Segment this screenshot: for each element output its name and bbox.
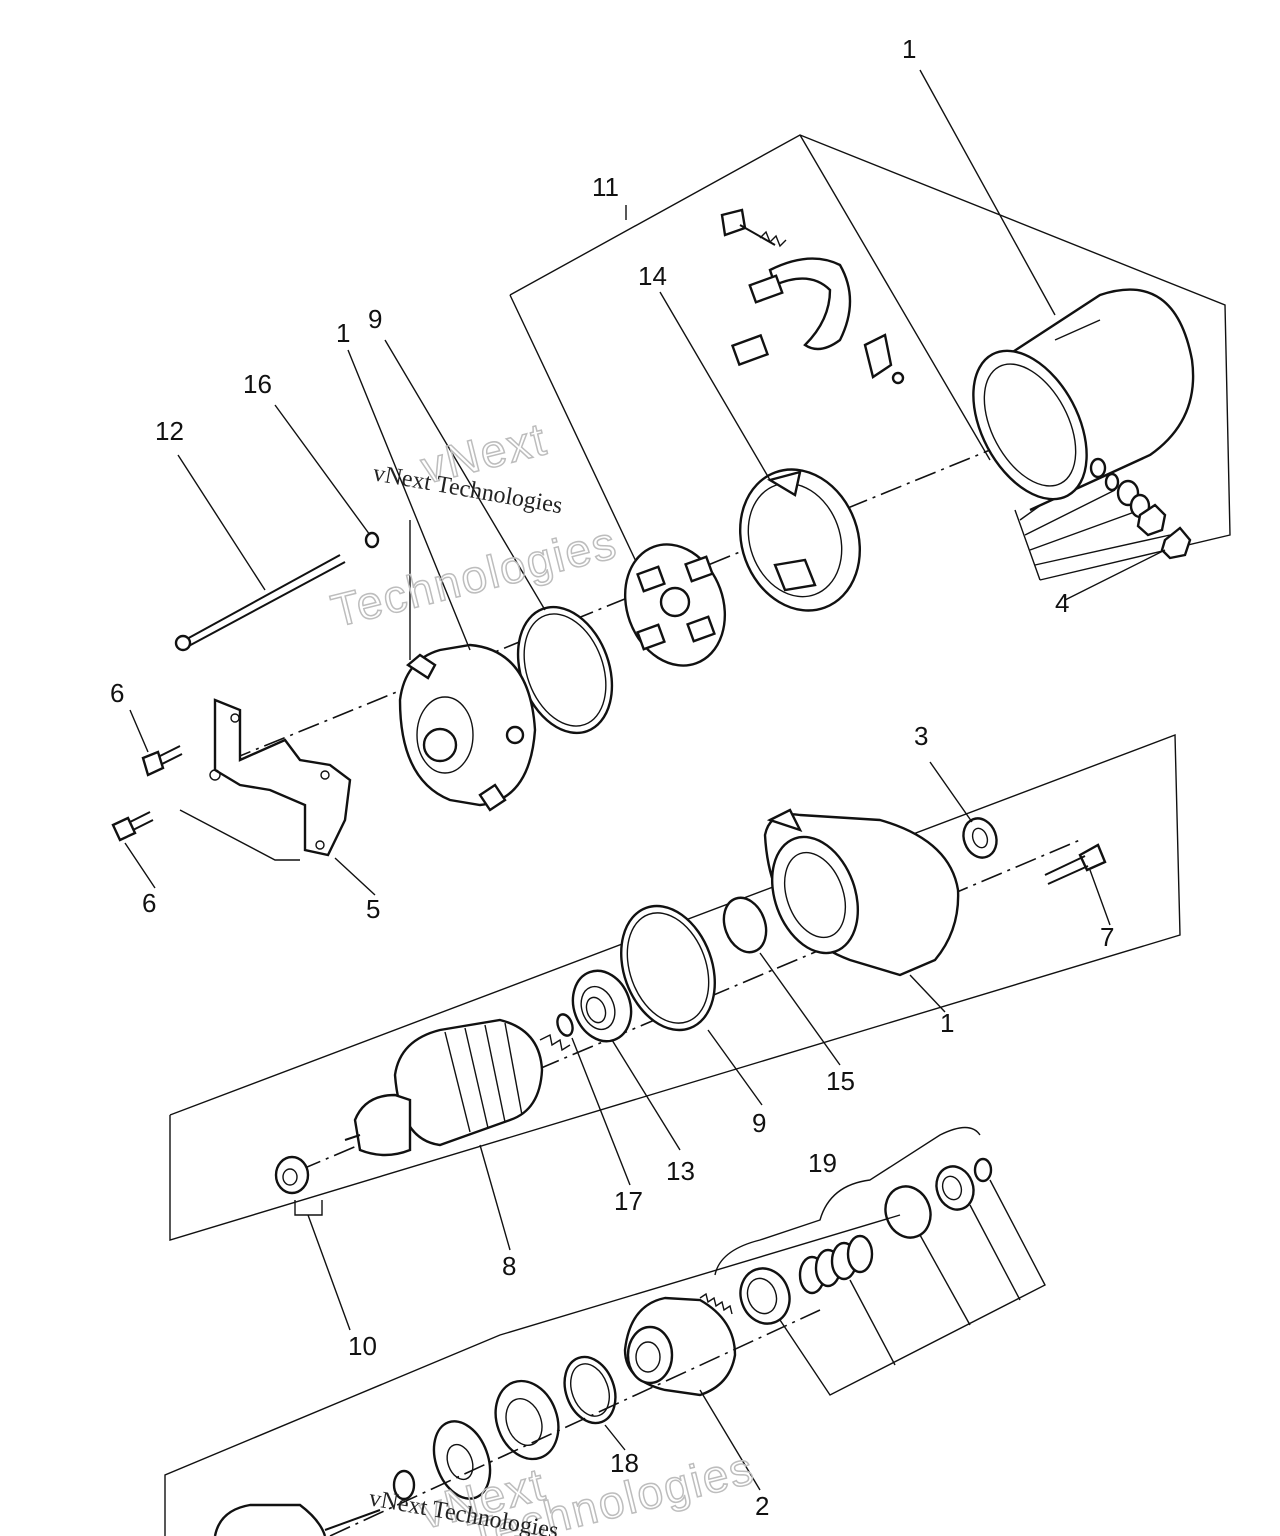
callout-12: 12 xyxy=(155,416,184,446)
small-o-ring-part xyxy=(722,896,768,954)
callout-9-top: 9 xyxy=(368,304,382,334)
callout-3: 3 xyxy=(914,721,928,751)
callout-11: 11 xyxy=(592,172,619,202)
callout-1-mid: 1 xyxy=(336,318,350,348)
leader-10-bracket xyxy=(294,1200,323,1216)
bearing-part xyxy=(571,969,633,1043)
bolt-7-part xyxy=(1044,843,1107,885)
callout-9-low: 9 xyxy=(752,1108,766,1138)
front-housing-part xyxy=(763,808,960,977)
pinion-clutch-part xyxy=(623,1292,737,1397)
center-axis-lower xyxy=(329,1309,821,1536)
callout-16: 16 xyxy=(243,369,272,399)
center-axis-upper xyxy=(229,449,991,761)
lower-group-box xyxy=(164,1214,901,1536)
callout-1-low: 1 xyxy=(940,1008,954,1038)
lower-washer-part xyxy=(432,1420,492,1500)
callout-6-upper: 6 xyxy=(110,678,124,708)
end-gear-part xyxy=(213,1469,416,1536)
callout-2: 2 xyxy=(755,1491,769,1521)
callout-13: 13 xyxy=(666,1156,695,1186)
callout-19: 19 xyxy=(808,1148,837,1178)
clutch-parts-group xyxy=(714,1126,1046,1396)
callout-17: 17 xyxy=(614,1186,643,1216)
watermark-upper: vNext Technologies vNext Technologies xyxy=(325,412,623,638)
callout-8: 8 xyxy=(502,1251,516,1281)
callout-4: 4 xyxy=(1055,588,1069,618)
callout-14: 14 xyxy=(638,261,667,291)
armature-part xyxy=(344,1018,571,1157)
brush-spring-pieces xyxy=(720,208,905,385)
callout-labels: 1 11 14 1 9 16 12 6 6 5 4 3 7 1 15 9 13 … xyxy=(110,34,1114,1521)
callout-18: 18 xyxy=(610,1448,639,1478)
washer-part xyxy=(962,817,998,859)
snap-ring-18-part xyxy=(563,1355,617,1425)
rear-cover-part xyxy=(398,643,537,812)
leader-5-bracket xyxy=(179,809,300,861)
callout-10: 10 xyxy=(348,1331,377,1361)
callout-7: 7 xyxy=(1100,922,1114,952)
terminal-hardware xyxy=(1089,457,1192,560)
bracket-part xyxy=(209,698,352,857)
brush-holder-plate xyxy=(623,543,727,667)
o-ring-middle-part xyxy=(620,904,716,1032)
leader-lines xyxy=(124,69,1166,1491)
yoke-housing-part xyxy=(972,288,1195,512)
callout-1-top: 1 xyxy=(902,34,916,64)
callout-6-lower: 6 xyxy=(142,888,156,918)
callout-15: 15 xyxy=(826,1066,855,1096)
watermark-lower: vNext Technologies vNext Technologies xyxy=(367,1440,761,1536)
bushing-part xyxy=(274,1155,310,1195)
callout-5: 5 xyxy=(366,894,380,924)
tiny-ring-part xyxy=(556,1013,574,1037)
bolt-6-upper xyxy=(141,745,183,777)
through-bolt-part xyxy=(174,531,380,652)
split-collar-part xyxy=(494,1379,560,1461)
brush-cover-part xyxy=(738,468,862,612)
bolt-6-lower xyxy=(111,811,154,842)
